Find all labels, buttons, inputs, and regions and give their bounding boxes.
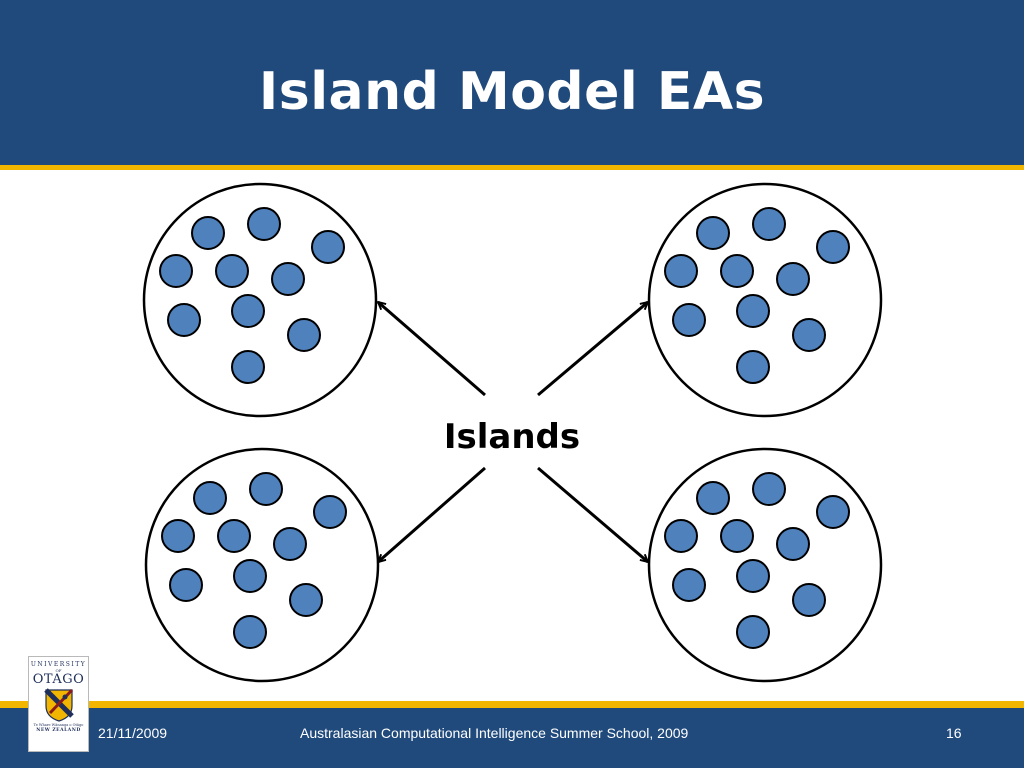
individual-node — [664, 519, 698, 553]
individual-node — [664, 254, 698, 288]
individual-node — [233, 615, 267, 649]
individual-node — [167, 303, 201, 337]
island-1 — [142, 182, 378, 418]
individual-node — [215, 254, 249, 288]
individual-node — [217, 519, 251, 553]
individual-node — [752, 472, 786, 506]
islands-label: Islands — [444, 417, 580, 457]
individual-node — [816, 230, 850, 264]
footer-accent-stripe — [0, 701, 1024, 708]
slide-title: Island Model EAs — [258, 62, 766, 122]
individual-node — [672, 303, 706, 337]
university-logo: UNIVERSITY OF OTAGO Te Whare Wānanga o O… — [28, 656, 89, 752]
logo-of-text: OF — [55, 668, 62, 673]
individual-node — [792, 318, 826, 352]
individual-node — [792, 583, 826, 617]
individual-node — [249, 472, 283, 506]
individual-node — [696, 481, 730, 515]
individual-node — [752, 207, 786, 241]
individual-node — [720, 519, 754, 553]
logo-university-text: UNIVERSITY — [30, 661, 87, 668]
island-4 — [647, 447, 883, 683]
footer-bar: 21/11/2009 Australasian Computational In… — [0, 708, 1024, 768]
individual-node — [816, 495, 850, 529]
island-3 — [144, 447, 380, 683]
island-model-diagram: Islands — [142, 182, 883, 683]
individual-node — [193, 481, 227, 515]
individual-node — [169, 568, 203, 602]
individual-node — [720, 254, 754, 288]
individual-node — [736, 615, 770, 649]
individual-node — [776, 262, 810, 296]
individual-node — [247, 207, 281, 241]
logo-motto-text: Te Whare Wānanga o Otāgo — [33, 723, 84, 727]
individual-node — [161, 519, 195, 553]
individual-node — [736, 350, 770, 384]
page-number: 16 — [946, 725, 962, 741]
individual-node — [311, 230, 345, 264]
footer-event-name: Australasian Computational Intelligence … — [300, 725, 689, 741]
individual-node — [696, 216, 730, 250]
individual-node — [736, 559, 770, 593]
footer-date: 21/11/2009 — [98, 725, 168, 741]
individual-node — [159, 254, 193, 288]
logo-country-text: NEW ZEALAND — [36, 728, 81, 733]
logo-name-text: OTAGO — [32, 672, 85, 687]
individual-node — [191, 216, 225, 250]
individual-node — [231, 350, 265, 384]
individual-node — [289, 583, 323, 617]
coat-of-arms-icon — [43, 688, 74, 722]
individual-node — [313, 495, 347, 529]
migration-arrow-4 — [537, 466, 648, 562]
individual-node — [271, 262, 305, 296]
individual-node — [736, 294, 770, 328]
migration-arrow-3 — [378, 466, 486, 562]
individual-node — [672, 568, 706, 602]
individual-node — [231, 294, 265, 328]
individual-node — [287, 318, 321, 352]
island-2 — [647, 182, 883, 418]
individual-node — [273, 527, 307, 561]
individual-node — [233, 559, 267, 593]
migration-arrows — [378, 302, 648, 562]
individual-node — [776, 527, 810, 561]
migration-arrow-1 — [378, 302, 486, 397]
migration-arrow-2 — [537, 302, 648, 397]
header-accent-stripe — [0, 165, 1024, 170]
title-bar — [0, 0, 1024, 165]
